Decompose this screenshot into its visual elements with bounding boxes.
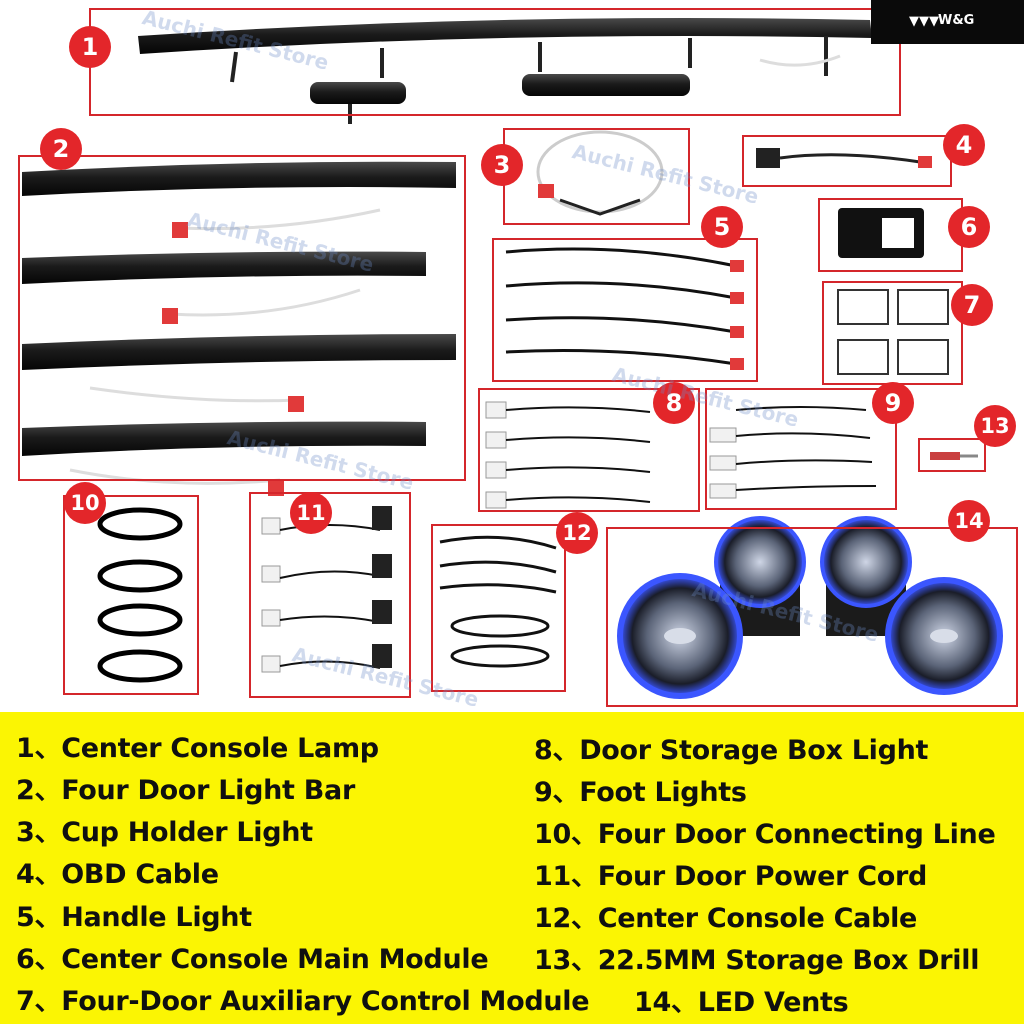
product-photo-area: 1 2 3 4 5 6 7 8 9 13 10 11 12 14 Auchi R… xyxy=(18,0,1024,712)
legend-item-9: 9、Foot Lights xyxy=(534,777,747,808)
legend-item-12: 12、Center Console Cable xyxy=(534,903,918,934)
foot-lights-part xyxy=(709,406,877,499)
cup-holder-light-part xyxy=(536,130,664,216)
legend-item-7: 7、Four-Door Auxiliary Control Module xyxy=(16,986,590,1017)
callout-13: 13 xyxy=(974,405,1016,447)
legend-item-13: 13、22.5MM Storage Box Drill xyxy=(534,945,980,976)
part-box-6 xyxy=(818,198,963,272)
logo-text: W&G xyxy=(938,13,975,28)
legend-item-6: 6、Center Console Main Module xyxy=(16,944,489,975)
main-module-part xyxy=(838,208,924,258)
legend-item-11: 11、Four Door Power Cord xyxy=(534,861,928,892)
legend-item-3: 3、Cup Holder Light xyxy=(16,817,313,848)
legend-item-8: 8、Door Storage Box Light xyxy=(534,735,929,766)
auxiliary-modules-part xyxy=(837,289,949,375)
console-cable-part xyxy=(439,535,557,668)
obd-cable-part xyxy=(756,148,932,168)
four-door-light-bars-part xyxy=(22,161,456,496)
callout-11: 11 xyxy=(290,492,332,534)
callout-6: 6 xyxy=(948,206,990,248)
callout-2: 2 xyxy=(40,128,82,170)
parts-legend: 1、Center Console Lamp 2、Four Door Light … xyxy=(0,712,1024,1024)
part-box-4 xyxy=(742,135,952,187)
part-box-10 xyxy=(63,495,199,695)
callout-10: 10 xyxy=(64,482,106,524)
part-box-8 xyxy=(478,388,700,512)
callout-8: 8 xyxy=(653,382,695,424)
callout-3: 3 xyxy=(481,144,523,186)
legend-item-2: 2、Four Door Light Bar xyxy=(16,775,355,806)
part-box-13 xyxy=(918,438,986,472)
part-box-7 xyxy=(822,281,963,385)
part-box-11 xyxy=(249,492,411,698)
callout-4: 4 xyxy=(943,124,985,166)
door-storage-lights-part xyxy=(485,401,651,509)
callout-5: 5 xyxy=(701,206,743,248)
callout-14: 14 xyxy=(948,500,990,542)
part-box-12 xyxy=(431,524,566,692)
part-box-5 xyxy=(492,238,758,382)
legend-item-5: 5、Handle Light xyxy=(16,902,252,933)
center-console-lamp-part xyxy=(138,18,872,124)
legend-item-14: 14、LED Vents xyxy=(634,987,849,1018)
callout-9: 9 xyxy=(872,382,914,424)
legend-item-1: 1、Center Console Lamp xyxy=(16,733,379,764)
legend-item-10: 10、Four Door Connecting Line xyxy=(534,819,996,850)
callout-1: 1 xyxy=(69,26,111,68)
part-box-14 xyxy=(606,527,1018,707)
callout-12: 12 xyxy=(556,512,598,554)
logo-mark-icon: ▼▼▼ xyxy=(909,14,939,29)
legend-item-4: 4、OBD Cable xyxy=(16,859,219,890)
connecting-lines-part xyxy=(97,507,183,683)
power-cords-part xyxy=(261,506,392,673)
drill-bit-part xyxy=(930,452,978,460)
part-box-9 xyxy=(705,388,897,510)
part-box-2 xyxy=(18,155,466,481)
brand-logo: ▼▼▼ W&G xyxy=(871,0,1024,44)
handle-light-cables-part xyxy=(505,247,737,366)
callout-7: 7 xyxy=(951,284,993,326)
parts-illustration xyxy=(22,18,1003,699)
led-vents-part xyxy=(617,516,1003,699)
